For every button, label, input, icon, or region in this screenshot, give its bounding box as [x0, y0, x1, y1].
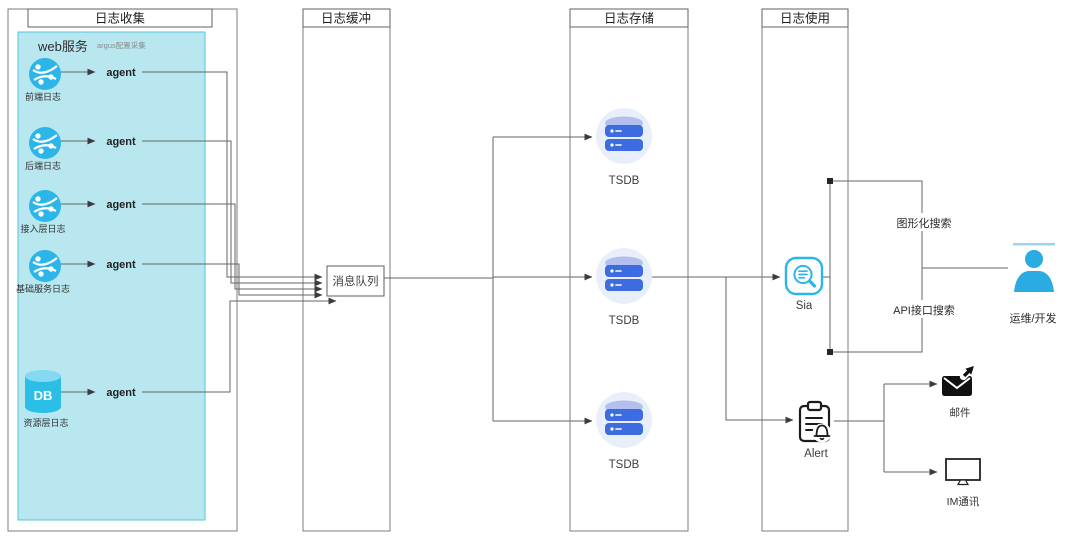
tsdb-database-icon	[595, 247, 653, 305]
search-paths-route	[829, 180, 923, 353]
lane-title: 日志使用	[780, 11, 830, 26]
message-queue-node: 消息队列	[326, 265, 385, 297]
globe-icon	[27, 248, 63, 284]
api-search-label: API接口搜索	[893, 303, 955, 317]
globe-icon	[27, 56, 63, 92]
tsdb-database-icon	[595, 107, 653, 165]
search-path-labels: 图形化搜索 API接口搜索	[882, 213, 966, 318]
source-resource-layer-log: DB 资源层日志 agent	[23, 370, 136, 428]
source-label: 接入层日志	[20, 223, 65, 234]
im-channel: IM通讯	[945, 458, 981, 508]
mail-channel: 邮件	[942, 366, 974, 419]
source-base-service-log: 基础服务日志 agent	[16, 248, 136, 294]
label-bg	[887, 213, 961, 231]
source-backend-log: 后端日志 agent	[25, 125, 136, 171]
source-label: 前端日志	[25, 91, 61, 102]
agent-label: agent	[106, 259, 136, 271]
agent-label: agent	[106, 67, 136, 79]
source-label: 资源层日志	[23, 417, 68, 428]
route-endpoint-marker	[827, 349, 833, 355]
lane-header	[569, 8, 689, 28]
message-queue-box	[326, 265, 385, 297]
source-access-layer-log: 接入层日志 agent	[20, 188, 136, 234]
lane-header	[302, 8, 391, 28]
graphical-search-label: 图形化搜索	[897, 216, 952, 230]
source-label: 后端日志	[25, 160, 61, 171]
mail-icon	[942, 366, 974, 396]
im-monitor-icon	[945, 458, 981, 486]
label-bg	[882, 300, 966, 318]
mail-label: 邮件	[950, 406, 971, 419]
user-icon	[1013, 243, 1055, 292]
db-icon-text: DB	[34, 388, 53, 403]
alert-node: Alert	[798, 400, 832, 460]
tsdb-database-icon	[595, 391, 653, 449]
alert-clipboard-icon	[798, 400, 832, 443]
tsdb-label: TSDB	[609, 175, 640, 187]
message-queue-label: 消息队列	[333, 274, 379, 288]
group-title: web服务	[37, 39, 88, 54]
tsdb-node-3: TSDB	[595, 391, 653, 471]
route-endpoint-marker	[827, 178, 833, 184]
agent-label: agent	[106, 199, 136, 211]
lane-header	[761, 8, 849, 28]
sia-search-icon	[784, 256, 824, 296]
alert-label: Alert	[804, 448, 828, 460]
group-subtitle: argus配置采集	[97, 40, 146, 50]
im-label: IM通讯	[947, 495, 980, 508]
lane-title: 日志存储	[604, 11, 654, 26]
agent-label: agent	[106, 136, 136, 148]
sia-node: Sia	[784, 256, 824, 312]
lane-title: 日志缓冲	[321, 11, 371, 26]
source-frontend-log: 前端日志 agent	[25, 56, 136, 102]
tsdb-node-1: TSDB	[595, 107, 653, 187]
tsdb-label: TSDB	[609, 315, 640, 327]
agent-label: agent	[106, 387, 136, 399]
lane-header	[27, 8, 213, 28]
source-label: 基础服务日志	[16, 283, 70, 294]
tsdb-node-2: TSDB	[595, 247, 653, 327]
db-cylinder-icon: DB	[25, 370, 61, 413]
globe-icon	[27, 188, 63, 224]
user-label: 运维/开发	[1009, 311, 1056, 325]
globe-icon	[27, 125, 63, 161]
lane-title: 日志收集	[95, 11, 146, 26]
connectors	[59, 68, 1008, 476]
sia-label: Sia	[796, 300, 813, 312]
tsdb-label: TSDB	[609, 459, 640, 471]
user-node: 运维/开发	[1009, 243, 1057, 325]
